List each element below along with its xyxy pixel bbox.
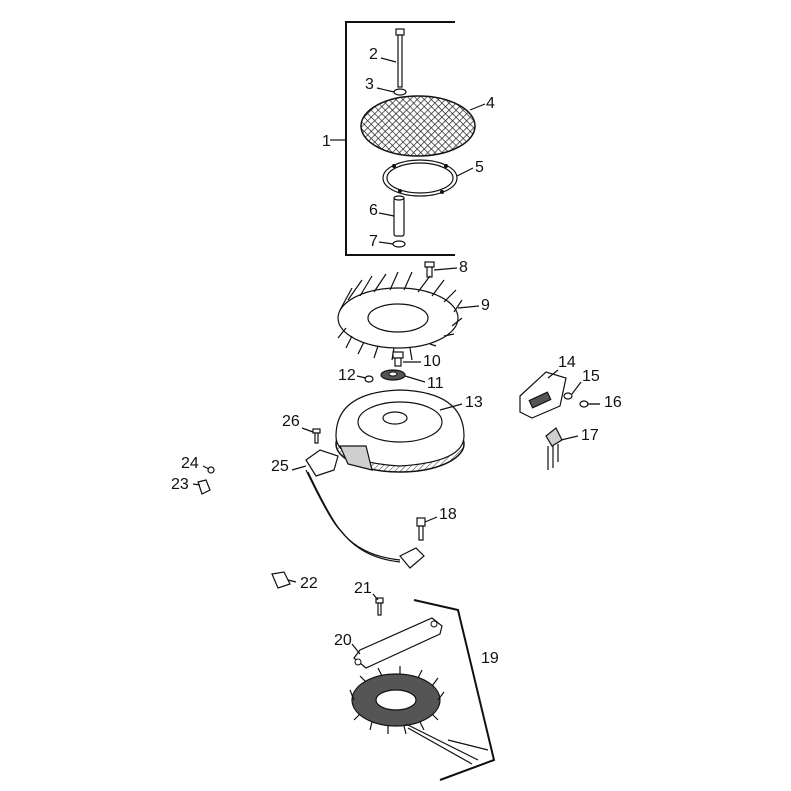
callout-26: 26 (282, 413, 300, 430)
part-connector-22[interactable] (271, 571, 291, 589)
part-washer-11[interactable] (380, 369, 406, 381)
part-nut-24[interactable] (207, 466, 215, 474)
callout-4: 4 (486, 95, 495, 112)
part-screw-26[interactable] (312, 428, 321, 444)
part-spacer-tube[interactable] (393, 195, 405, 237)
callout-7: 7 (369, 233, 378, 250)
callout-labels: 1 2 3 4 5 6 7 8 9 10 11 12 13 14 15 16 1… (171, 46, 622, 667)
part-washer-top[interactable] (393, 88, 407, 96)
part-gasket-ring[interactable] (382, 159, 458, 197)
callout-2: 2 (369, 46, 378, 63)
callout-3: 3 (365, 76, 374, 93)
callout-10: 10 (423, 353, 441, 370)
part-nut-12[interactable] (364, 375, 374, 383)
callout-9: 9 (481, 297, 490, 314)
part-screen[interactable] (360, 95, 476, 157)
callout-12: 12 (338, 367, 356, 384)
callout-24: 24 (181, 455, 199, 472)
callout-15: 15 (582, 368, 600, 385)
callout-14: 14 (558, 354, 576, 371)
callout-1: 1 (322, 133, 331, 150)
callout-23: 23 (171, 476, 189, 493)
part-washer-bottom[interactable] (392, 240, 406, 248)
assembly-bracket-1 (330, 21, 455, 256)
part-bolt-10[interactable] (392, 351, 404, 367)
leader-lines (192, 57, 600, 655)
callout-11: 11 (427, 375, 444, 392)
part-bolt-8[interactable] (424, 261, 435, 278)
part-stator[interactable] (349, 666, 489, 765)
callout-20: 20 (334, 632, 352, 649)
part-bracket-20[interactable] (353, 617, 443, 669)
callout-25: 25 (271, 458, 289, 475)
part-clip-23[interactable] (197, 479, 211, 495)
callout-21: 21 (354, 580, 372, 597)
part-nut-15[interactable] (563, 392, 573, 400)
callout-6: 6 (369, 202, 378, 219)
callout-5: 5 (475, 159, 484, 176)
part-connector-17[interactable] (545, 427, 563, 470)
part-ignition-module[interactable] (305, 449, 425, 569)
callout-17: 17 (581, 427, 599, 444)
part-terminal-18[interactable] (416, 517, 426, 541)
part-screw-long[interactable] (395, 28, 405, 88)
callout-13: 13 (465, 394, 483, 411)
assembly-bracket-19 (413, 599, 496, 781)
callout-22: 22 (300, 575, 318, 592)
part-screw-21[interactable] (375, 597, 384, 616)
part-fan[interactable] (337, 271, 463, 361)
part-flywheel[interactable] (335, 389, 465, 473)
callout-18: 18 (439, 506, 457, 523)
callout-8: 8 (459, 259, 468, 276)
part-rectifier[interactable] (519, 371, 567, 419)
callout-19: 19 (481, 650, 499, 667)
callout-16: 16 (604, 394, 622, 411)
